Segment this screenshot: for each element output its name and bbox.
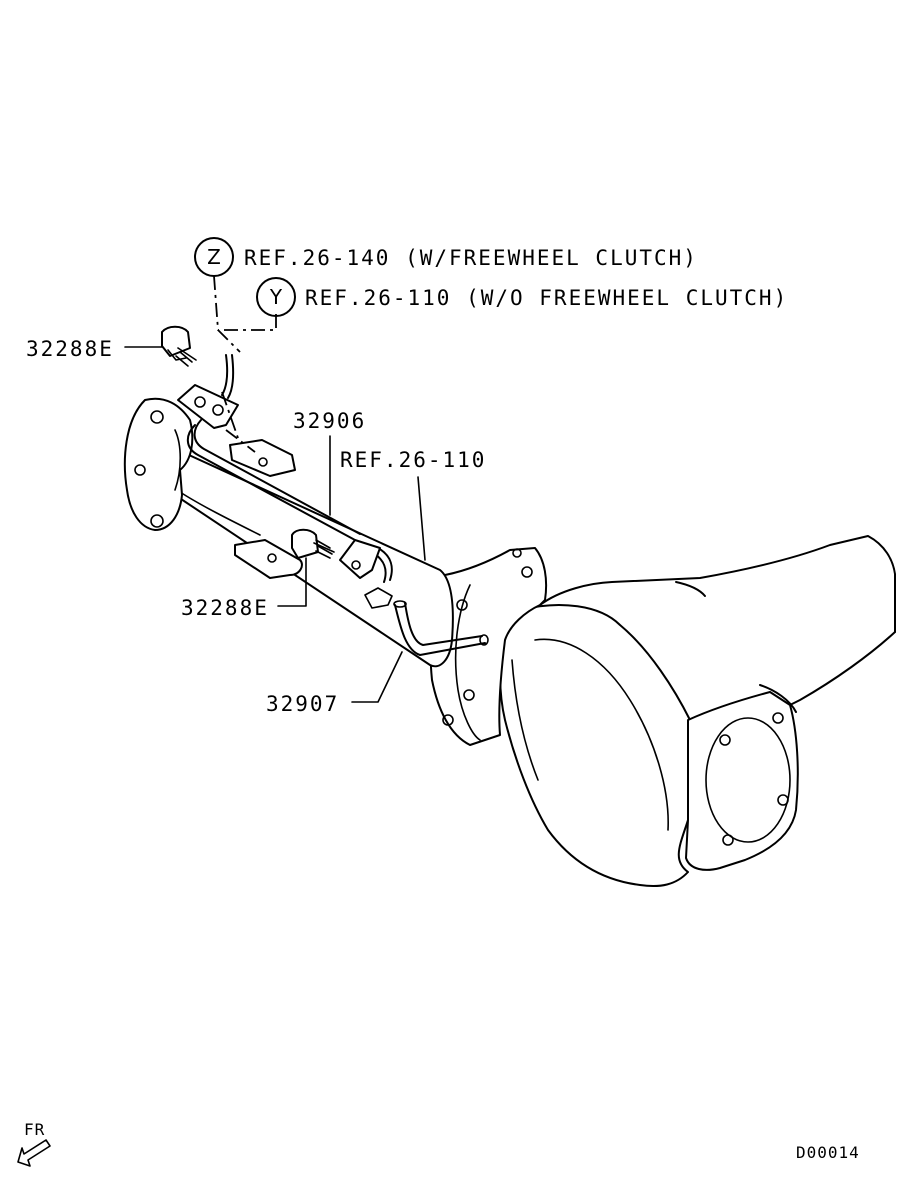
part-label-bolt-mid: 32288E: [181, 596, 269, 620]
callout-z-letter: Z: [207, 245, 221, 269]
part-label-bolt-top: 32288E: [26, 337, 114, 361]
ref-y-text: REF.26-110 (W/O FREEWHEEL CLUTCH): [305, 286, 788, 310]
breather-pipe-32906: [177, 354, 393, 583]
front-direction-arrow: FR: [17, 1120, 51, 1167]
leader-lines: [124, 275, 426, 703]
bolt-top-32288e: [161, 325, 197, 367]
callout-z: Z: [194, 237, 234, 277]
part-label-pipe: 32906: [293, 409, 366, 433]
bolt-mid-32288e: [291, 528, 335, 559]
breather-hose-32907: [393, 600, 489, 656]
callout-y: Y: [256, 277, 296, 317]
part-label-ref-housing: REF.26-110: [340, 448, 486, 472]
drawing-code: D00014: [796, 1143, 860, 1162]
ref-z-text: REF.26-140 (W/FREEWHEEL CLUTCH): [244, 246, 698, 270]
part-label-hose: 32907: [266, 692, 339, 716]
fr-label: FR: [24, 1120, 45, 1139]
callout-y-letter: Y: [269, 285, 283, 309]
transmission-housing: [123, 397, 896, 888]
